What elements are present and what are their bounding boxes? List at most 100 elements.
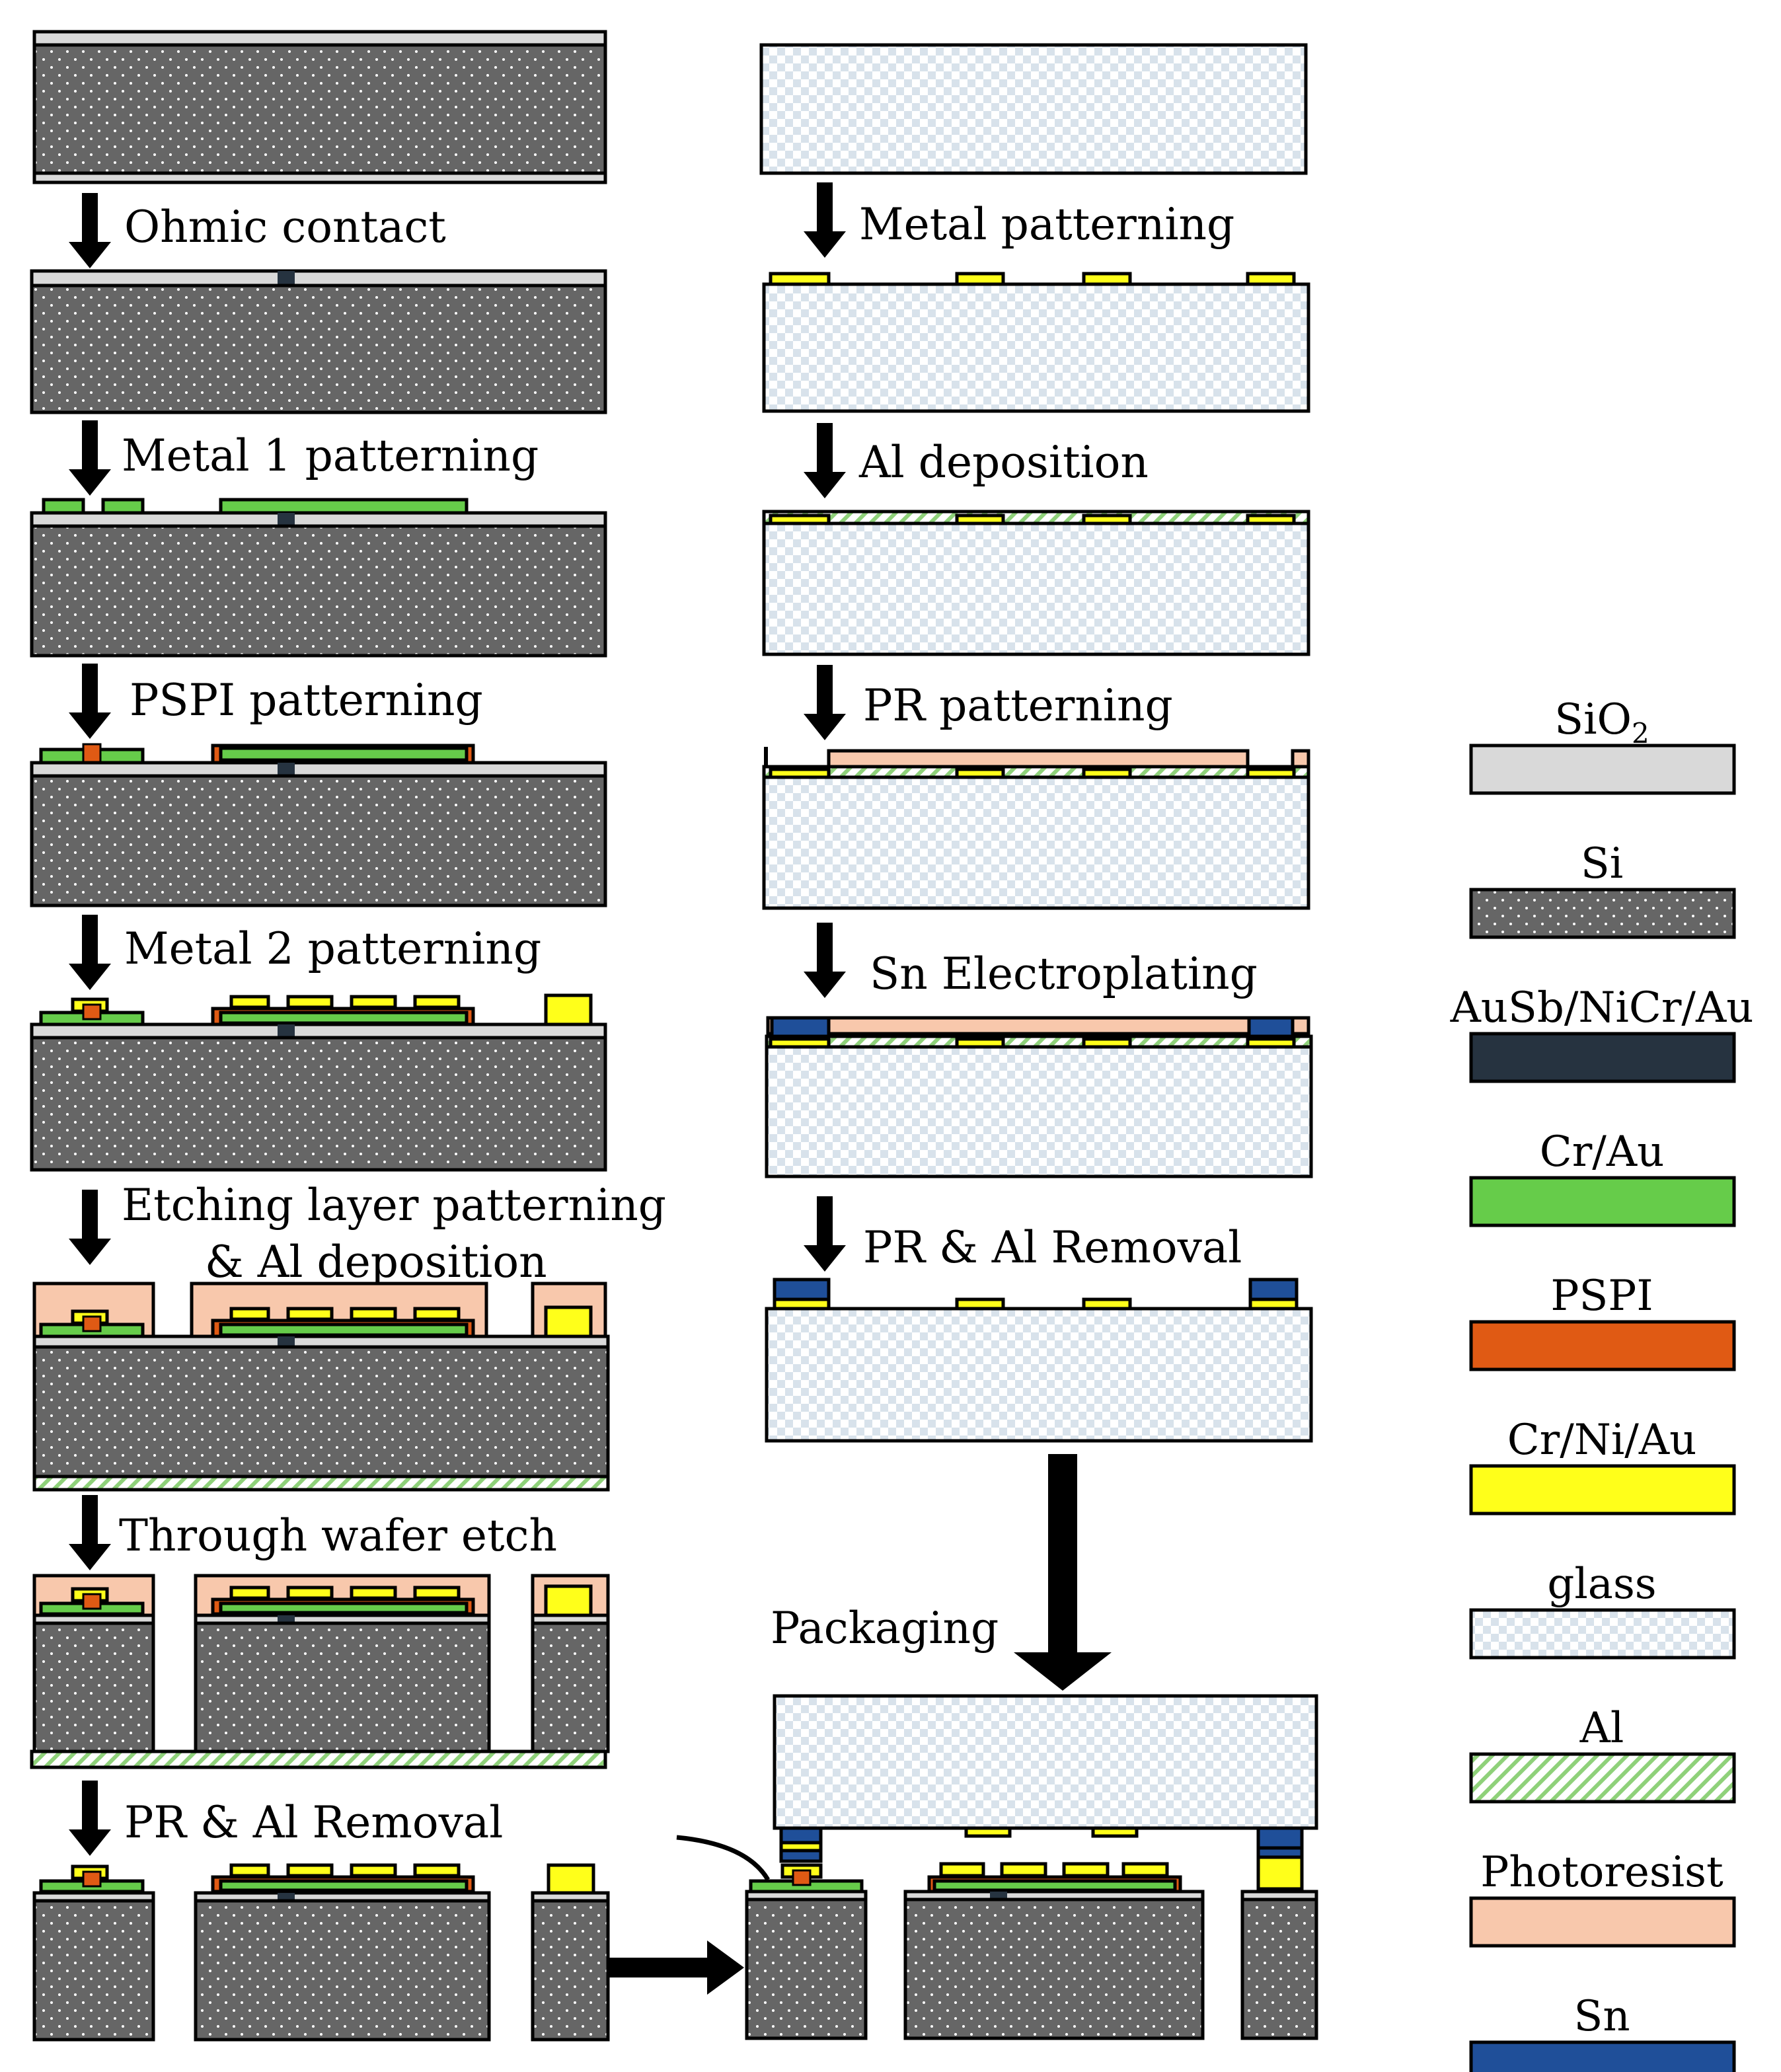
sio2-layer — [32, 171, 607, 184]
sio2-layer — [30, 511, 607, 528]
wire-bond — [676, 1835, 771, 1881]
cr-ni-au-pad — [413, 995, 461, 1009]
si-substrate — [30, 524, 607, 658]
step-label-pr-al-removal-right: PR & Al Removal — [863, 1222, 1242, 1273]
ohmic-contact — [278, 1024, 295, 1038]
left-wafer-3 — [30, 743, 607, 907]
cr-au-pad — [219, 1601, 469, 1615]
legend-swatch-sn — [1469, 2040, 1736, 2072]
step-label-ohmic-contact: Ohmic contact — [124, 202, 446, 252]
cr-ni-au-pad — [544, 993, 593, 1026]
legend-swatch-crniau — [1469, 1464, 1736, 1516]
ohmic-contact — [278, 763, 295, 776]
photoresist — [827, 749, 1250, 769]
pspi-via — [82, 1315, 102, 1332]
legend-swatch-ausb — [1469, 1032, 1736, 1083]
down-arrow — [69, 1190, 111, 1265]
step-label-through-wafer-etch: Through wafer etch — [119, 1510, 557, 1561]
sn-bump — [1248, 1278, 1299, 1301]
sio2-layer — [30, 1022, 607, 1040]
pspi-via — [82, 1003, 102, 1020]
legend-label-ausb: AuSb/NiCr/Au — [1450, 983, 1754, 1032]
ohmic-contact — [278, 1615, 295, 1623]
legend-label-crau: Cr/Au — [1540, 1128, 1665, 1176]
sn-bump — [1247, 1016, 1295, 1038]
down-arrow — [69, 915, 111, 990]
cr-ni-au-pad — [1000, 1862, 1047, 1878]
legend-swatch-pr — [1469, 1896, 1736, 1948]
si-substrate — [903, 1898, 1205, 2040]
down-arrow — [804, 665, 846, 740]
left-wafer-4 — [30, 993, 607, 1172]
glass-substrate — [773, 1694, 1318, 1830]
ohmic-contact — [278, 1336, 295, 1347]
cr-ni-au-pad — [286, 1863, 334, 1878]
cr-au-pad — [219, 498, 469, 515]
glass-wafer-2 — [762, 510, 1310, 656]
cr-ni-au-pad — [286, 1307, 334, 1321]
cr-ni-au-pad — [350, 995, 397, 1009]
photoresist — [766, 1016, 1310, 1036]
al-layer — [32, 1475, 610, 1492]
cr-ni-au-pad — [350, 1863, 397, 1878]
al-layer — [762, 510, 1310, 525]
cr-au-pad — [219, 1323, 469, 1337]
cr-ni-au-pad — [413, 1863, 461, 1878]
cr-ni-au-pad — [1256, 1855, 1304, 1891]
si-substrate — [531, 1621, 610, 1753]
pspi-via — [82, 1870, 102, 1888]
cr-ni-au-pad — [1121, 1862, 1169, 1878]
cr-ni-au-pad — [413, 1586, 461, 1600]
down-arrow — [69, 1781, 111, 1856]
cr-au-pad — [219, 746, 469, 762]
left-wafer-0 — [32, 30, 607, 184]
cr-ni-au-pad — [964, 1826, 1012, 1838]
cr-ni-au-pad — [547, 1863, 595, 1895]
si-substrate — [32, 1899, 155, 2042]
pspi-via — [82, 1593, 102, 1610]
legend-label-sio2: SiO2 — [1554, 695, 1649, 749]
down-arrow — [804, 423, 846, 498]
legend-label-crniau: Cr/Ni/Au — [1507, 1416, 1697, 1465]
legend-label-sn: Sn — [1573, 1992, 1630, 2041]
legend-swatch-pspi — [1469, 1320, 1736, 1371]
legend-label-pr: Photoresist — [1480, 1848, 1724, 1897]
pspi-via — [82, 743, 102, 764]
glass-substrate — [765, 1307, 1313, 1443]
cr-ni-au-pad — [350, 1586, 397, 1600]
sio2-layer — [30, 269, 607, 288]
si-substrate — [32, 43, 607, 175]
legend-swatch-crau — [1469, 1176, 1736, 1227]
legend-label-si: Si — [1581, 839, 1623, 888]
ohmic-contact — [990, 1892, 1007, 1899]
down-arrow — [69, 1495, 111, 1570]
cr-ni-au-pad — [229, 1863, 270, 1878]
si-substrate — [30, 1036, 607, 1172]
sio2-layer — [32, 30, 607, 47]
step-label-pspi: PSPI patterning — [130, 675, 483, 726]
left-wafer-6 — [30, 1574, 610, 1769]
down-arrow — [69, 420, 111, 496]
sn-bump — [779, 1826, 823, 1845]
packaging-arrow — [1014, 1454, 1112, 1691]
glass-substrate — [759, 43, 1308, 175]
ohmic-contact — [278, 1893, 295, 1901]
down-arrow — [804, 1196, 846, 1272]
cr-ni-au-pad — [1062, 1862, 1110, 1878]
al-edge — [764, 747, 768, 767]
legend-swatch-al — [1469, 1752, 1736, 1804]
si-substrate — [30, 774, 607, 907]
si-substrate — [745, 1898, 868, 2040]
cr-au-pad — [42, 498, 85, 515]
si-substrate — [194, 1621, 491, 1753]
glass-wafer-3 — [762, 747, 1310, 910]
step-label-metal-patterning: Metal patterning — [859, 199, 1234, 250]
cr-ni-au-pad — [229, 1307, 270, 1321]
step-label-al-deposition-right: Al deposition — [858, 437, 1149, 488]
photoresist — [1291, 749, 1310, 769]
cr-ni-au-pad — [544, 1584, 593, 1617]
ohmic-contact — [278, 513, 295, 526]
pspi-via — [792, 1869, 812, 1886]
cr-ni-au-pad — [413, 1307, 461, 1321]
